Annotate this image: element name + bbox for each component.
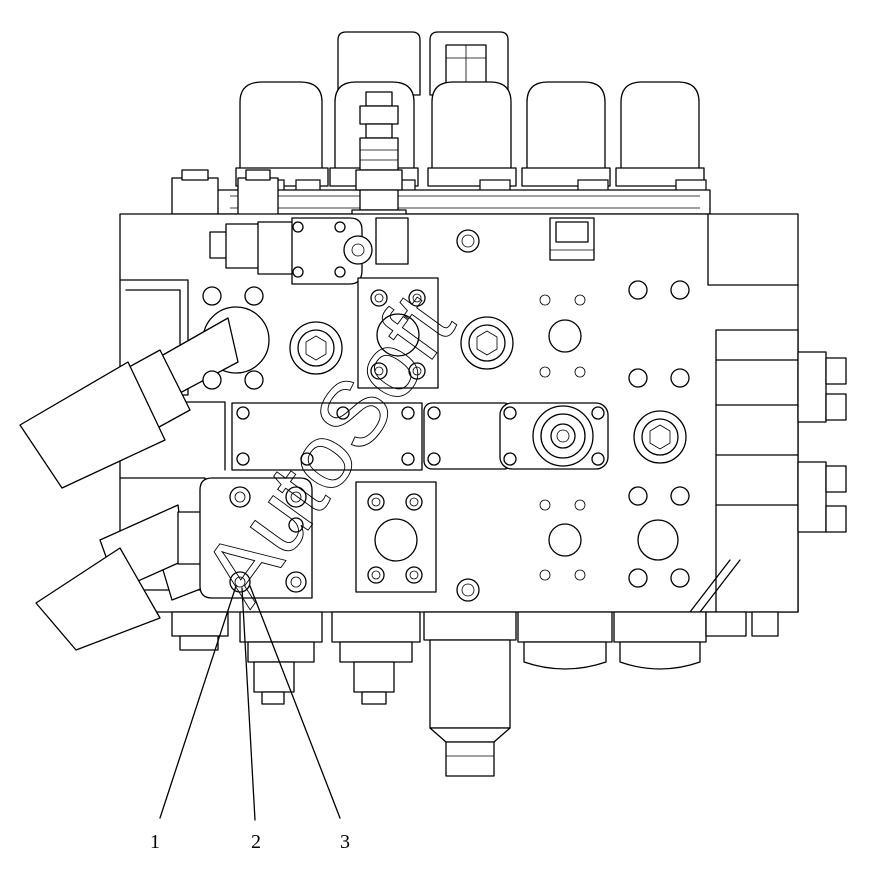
upper-left-fitting <box>209 217 409 285</box>
bottom-components <box>171 611 779 777</box>
upper-hose <box>19 306 270 489</box>
upper-cover-plate <box>357 277 439 389</box>
callout-label-1: 1 <box>150 831 160 853</box>
middle-plate <box>231 402 423 471</box>
right-side-panel <box>689 329 847 613</box>
right-valve-plate <box>423 402 609 470</box>
callout-label-2: 2 <box>251 831 261 853</box>
top-solenoids <box>214 31 711 215</box>
callout-leaders <box>159 585 341 821</box>
right-ports <box>456 280 690 602</box>
lower-left-flange <box>199 477 313 599</box>
callout-label-3: 3 <box>340 831 350 853</box>
center-stem <box>351 91 407 233</box>
lower-cover-plate <box>355 481 437 593</box>
